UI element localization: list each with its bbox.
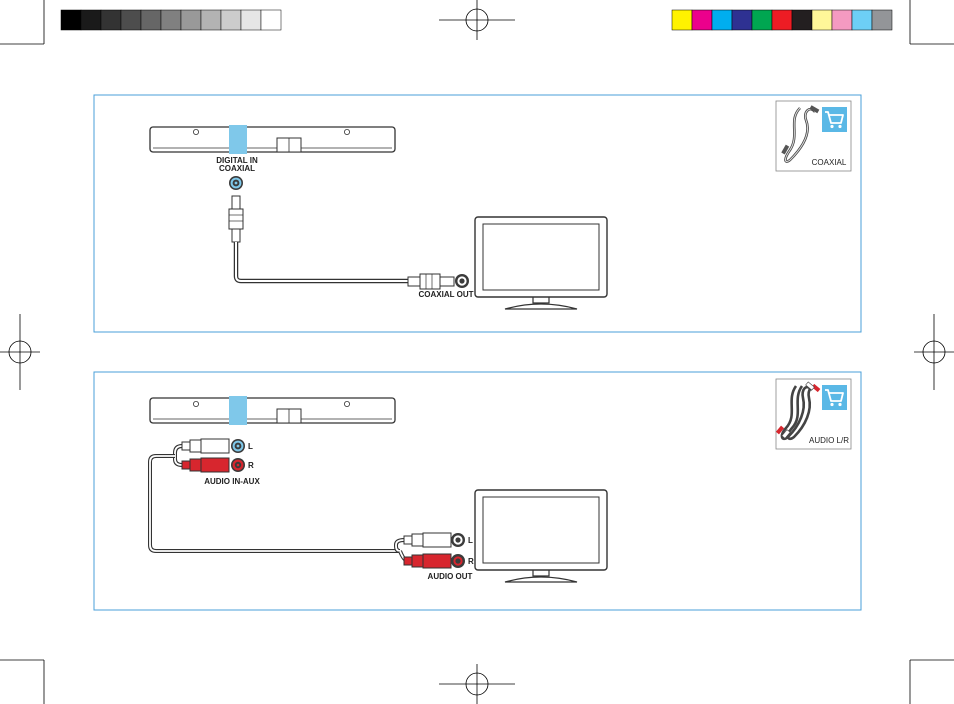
gray-swatch	[200, 9, 222, 31]
gray-swatch	[260, 9, 282, 31]
audio-out-label: AUDIO OUT	[428, 572, 473, 581]
tv	[474, 489, 608, 583]
tv-right-label: R	[468, 557, 474, 566]
color-swatch	[811, 9, 833, 31]
tv-audio-out-right-jack	[451, 554, 465, 568]
registration-mark-top	[438, 0, 516, 41]
tv	[474, 216, 608, 310]
aux-left-label: L	[248, 442, 253, 451]
soundbar-aux-right-jack	[231, 458, 245, 472]
color-swatch	[831, 9, 853, 31]
color-swatch	[771, 9, 793, 31]
tv-audio-out-left-jack	[451, 533, 465, 547]
coaxial-cable-caption: COAXIAL	[812, 158, 847, 167]
color-swatch	[691, 9, 713, 31]
gray-swatch	[160, 9, 182, 31]
gray-swatch	[60, 9, 82, 31]
gray-swatch	[240, 9, 262, 31]
coaxial-cable	[228, 195, 455, 290]
cart-badge	[822, 385, 847, 410]
panel-audio-connection: L R AUDIO IN-AUX	[93, 371, 862, 611]
color-swatch	[871, 9, 893, 31]
color-swatch	[791, 9, 813, 31]
gray-swatch	[220, 9, 242, 31]
color-swatch	[851, 9, 873, 31]
audio-cable-accessory: AUDIO L/R	[775, 378, 852, 450]
gray-swatch	[120, 9, 142, 31]
input-highlight	[229, 125, 247, 154]
tv-left-label: L	[468, 536, 473, 545]
color-swatch	[751, 9, 773, 31]
registration-mark-bottom	[438, 663, 516, 704]
coaxial-label: COAXIAL	[219, 164, 255, 173]
gray-swatch	[180, 9, 202, 31]
tv-coaxial-out-jack	[455, 274, 469, 288]
digital-in-label: DIGITAL IN	[216, 156, 258, 165]
rca-cable	[148, 438, 452, 569]
gray-swatch	[80, 9, 102, 31]
registration-mark-left	[0, 313, 41, 391]
audio-cable-caption: AUDIO L/R	[809, 436, 849, 445]
cart-badge	[822, 107, 847, 132]
panel-coaxial-connection: DIGITAL IN COAXIAL COAXIAL OUT	[93, 94, 862, 333]
soundbar-coaxial-jack	[229, 176, 243, 190]
gray-swatch	[140, 9, 162, 31]
soundbar	[149, 125, 396, 154]
grayscale-calibration-bar	[60, 9, 282, 31]
gray-swatch	[100, 9, 122, 31]
color-calibration-bar	[671, 9, 893, 31]
color-swatch	[731, 9, 753, 31]
coaxial-out-label: COAXIAL OUT	[419, 290, 474, 299]
registration-mark-right	[913, 313, 954, 391]
input-highlight	[229, 396, 247, 425]
audio-in-aux-label: AUDIO IN-AUX	[204, 477, 260, 486]
coaxial-cable-accessory: COAXIAL	[775, 100, 852, 172]
color-swatch	[711, 9, 733, 31]
soundbar	[149, 396, 396, 425]
color-swatch	[671, 9, 693, 31]
aux-right-label: R	[248, 461, 254, 470]
soundbar-aux-left-jack	[231, 439, 245, 453]
